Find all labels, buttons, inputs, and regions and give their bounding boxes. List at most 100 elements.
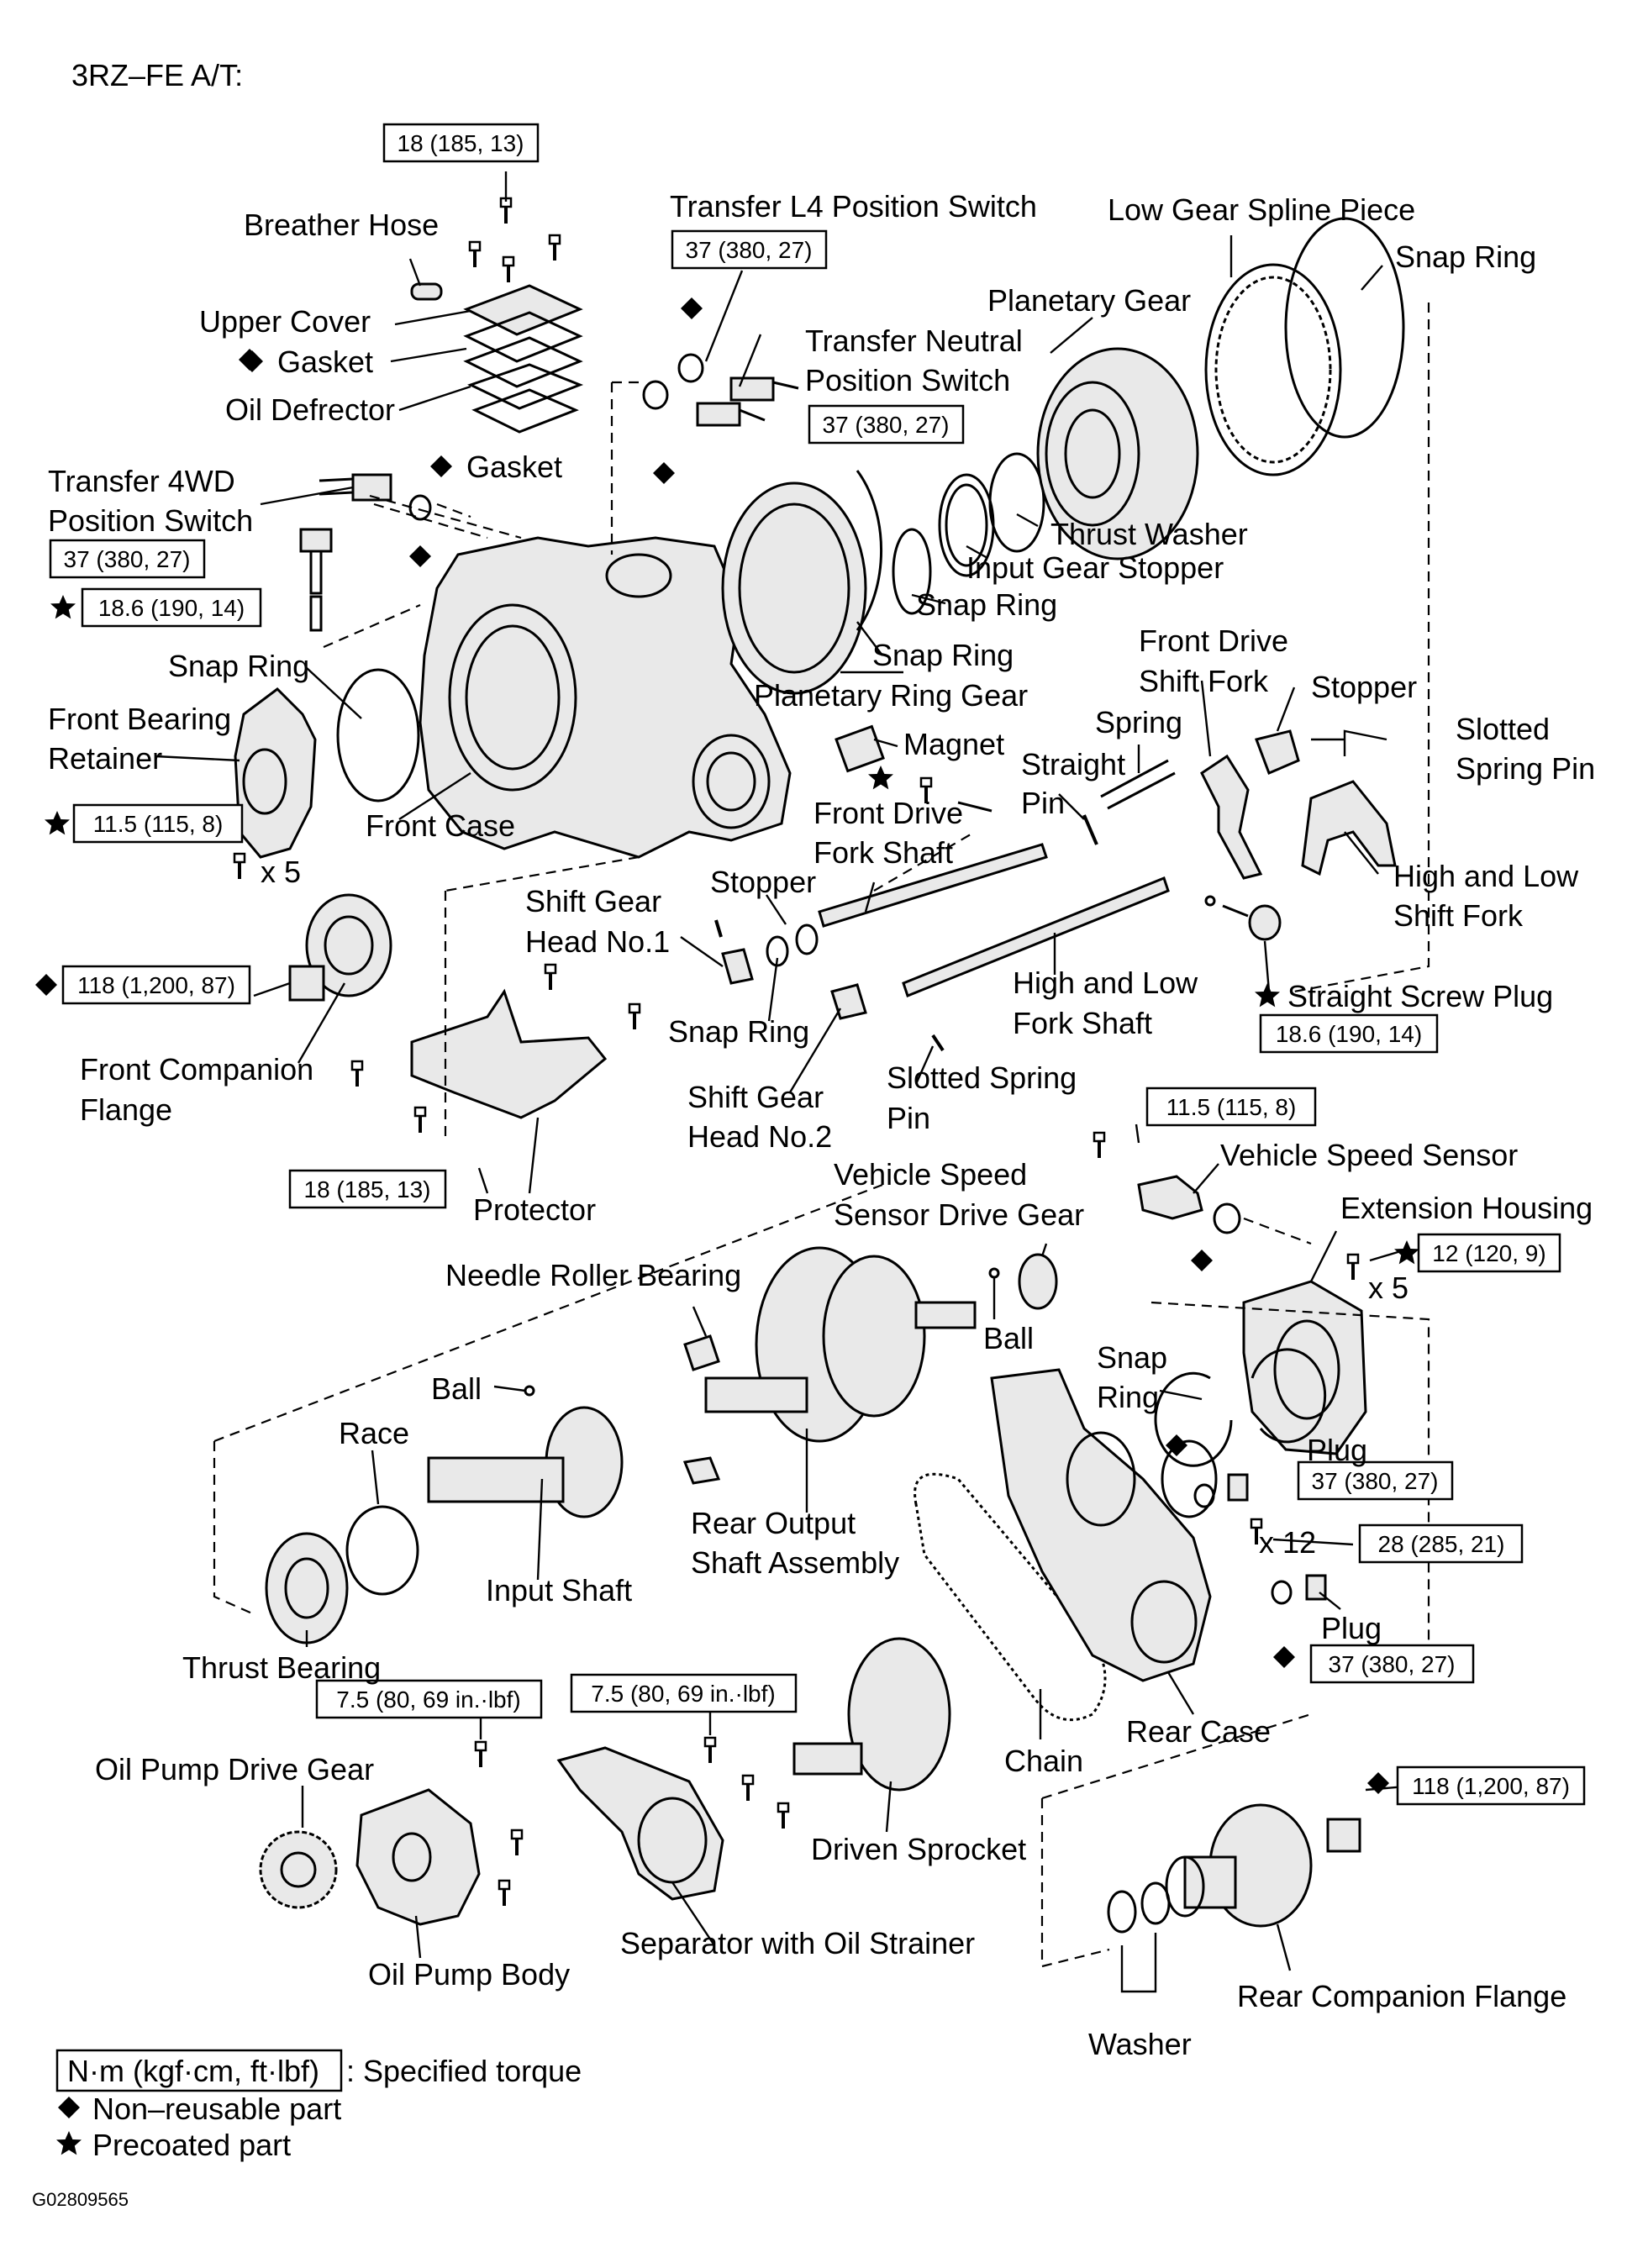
label-shift-gear-head-2-b: Head No.2: [687, 1119, 832, 1154]
torque-transfer-4wd: 37 (380, 27): [64, 546, 191, 572]
label-transfer-neutral-2: Position Switch: [805, 363, 1010, 397]
label-rear-output-shaft-2: Shaft Assembly: [691, 1545, 899, 1580]
label-snap-ring-front: Snap Ring: [168, 649, 309, 683]
assembly-guides: [213, 303, 1430, 1968]
label-low-gear-spline-piece: Low Gear Spline Piece: [1108, 192, 1415, 227]
legend-unit-desc: : Specified torque: [346, 2054, 582, 2088]
label-stopper-mid: Stopper: [710, 865, 816, 899]
label-front-case: Front Case: [366, 808, 515, 843]
label-race: Race: [339, 1416, 409, 1450]
legend: N·m (kgf·cm, ft·lbf) : Specified torque …: [55, 2049, 582, 2162]
model-title: 3RZ–FE A/T:: [71, 58, 243, 92]
diamond-icon: [430, 455, 452, 477]
label-extension-housing: Extension Housing: [1340, 1191, 1593, 1225]
label-snap-ring-b: Snap Ring: [872, 638, 1014, 672]
label-front-drive-shift-fork-2: Shift Fork: [1139, 664, 1269, 698]
label-rear-output-shaft-1: Rear Output: [691, 1506, 856, 1540]
torque-separator: 7.5 (80, 69 in.·lbf): [591, 1681, 775, 1707]
label-front-drive-fork-shaft-2: Fork Shaft: [814, 835, 953, 870]
torque-rear-companion-nut: 118 (1,200, 87): [1412, 1773, 1570, 1799]
front-case-drawing: [419, 536, 792, 859]
protector-drawing: [350, 963, 641, 1134]
torque-vss-bolt: 11.5 (115, 8): [1166, 1094, 1297, 1120]
label-planetary-gear: Planetary Gear: [987, 283, 1191, 318]
diamond-icon: [653, 462, 675, 484]
label-washer: Washer: [1088, 2027, 1192, 2061]
torque-switch-plug: 18.6 (190, 14): [98, 595, 245, 621]
torque-transfer-neutral: 37 (380, 27): [823, 412, 950, 438]
label-straight-pin-1: Straight: [1021, 747, 1125, 781]
label-gasket-lower: Gasket: [466, 450, 562, 484]
torque-rear-case-bolts: 28 (285, 21): [1378, 1531, 1505, 1557]
label-gasket-upper: Gasket: [277, 345, 373, 379]
label-straight-pin-2: Pin: [1021, 786, 1065, 820]
front-retainer-drawing: [233, 668, 420, 881]
label-vss-drive-gear-2: Sensor Drive Gear: [834, 1197, 1084, 1232]
label-front-bearing-retainer-1: Front Bearing: [48, 702, 231, 736]
star-icon: [56, 2131, 82, 2155]
extension-housing-drawing: [1018, 1131, 1367, 1455]
torque-oil-pump: 7.5 (80, 69 in.·lbf): [336, 1687, 520, 1713]
torque-upper-cover-bolts: 18 (185, 13): [398, 130, 524, 156]
label-transfer-l4-switch: Transfer L4 Position Switch: [670, 189, 1037, 224]
diamond-icon: [58, 2097, 80, 2118]
label-transfer-4wd-1: Transfer 4WD: [48, 464, 235, 498]
legend-non-reusable: Non–reusable part: [92, 2092, 341, 2126]
torque-box-frames: [49, 123, 1586, 1806]
input-shaft-drawing: [265, 1385, 624, 1644]
label-snap-ring-top: Snap Ring: [1395, 239, 1536, 274]
label-stopper-right: Stopper: [1311, 670, 1417, 704]
star-icon: [45, 811, 70, 835]
diamond-icon: [409, 545, 431, 567]
label-slotted-spring-pin-2: Spring Pin: [1456, 751, 1595, 786]
label-vss-drive-gear-1: Vehicle Speed: [834, 1157, 1027, 1192]
legend-unit-box: N·m (kgf·cm, ft·lbf): [67, 2054, 319, 2088]
label-plug-upper: Plug: [1307, 1433, 1367, 1467]
star-icon: [868, 766, 893, 790]
label-needle-roller-bearing: Needle Roller Bearing: [445, 1258, 741, 1292]
rear-output-drawing: [682, 1246, 1000, 1485]
parts-artwork: [35, 123, 1586, 1993]
label-ball-right: Ball: [983, 1321, 1034, 1355]
label-transfer-neutral-1: Transfer Neutral: [805, 324, 1023, 358]
star-icon: [50, 595, 76, 619]
figure-id: G02809565: [32, 2189, 129, 2210]
label-x5-rear: x 5: [1368, 1271, 1408, 1305]
label-rear-companion-flange: Rear Companion Flange: [1237, 1979, 1566, 2013]
planetary-drawings: [721, 217, 1405, 695]
label-breather-hose: Breather Hose: [244, 208, 439, 242]
diamond-icon: [35, 974, 57, 996]
label-plug-lower: Plug: [1321, 1611, 1382, 1645]
label-input-shaft: Input Shaft: [486, 1573, 632, 1608]
upper-cover-drawing: [410, 197, 584, 434]
diamond-icon: [681, 297, 703, 319]
torque-plug-upper: 37 (380, 27): [1312, 1468, 1439, 1494]
label-slotted-spring-pin-1: Slotted: [1456, 712, 1550, 746]
torque-plug-lower: 37 (380, 27): [1329, 1651, 1456, 1677]
rear-flange-drawing: [1107, 1803, 1361, 1934]
label-high-low-shift-fork-2: Shift Fork: [1393, 898, 1524, 933]
label-magnet: Magnet: [903, 727, 1004, 761]
label-x12: x 12: [1259, 1525, 1316, 1560]
diamond-icon: [239, 349, 261, 371]
label-separator: Separator with Oil Strainer: [620, 1926, 975, 1960]
torque-transfer-l4: 37 (380, 27): [686, 237, 813, 263]
label-snap-ring-rear-1: Snap: [1097, 1340, 1167, 1375]
label-ball-left: Ball: [431, 1371, 482, 1406]
label-high-low-fork-shaft-2: Fork Shaft: [1013, 1006, 1152, 1040]
label-high-low-shift-fork-1: High and Low: [1393, 859, 1579, 893]
lower-parts-drawing: [259, 1637, 951, 1926]
label-vehicle-speed-sensor: Vehicle Speed Sensor: [1220, 1138, 1518, 1172]
label-spring: Spring: [1095, 705, 1182, 739]
label-slotted-spring-pin-mid-1: Slotted Spring: [887, 1060, 1077, 1095]
label-oil-defrector: Oil Defrector: [225, 392, 395, 427]
label-shift-gear-head-2-a: Shift Gear: [687, 1080, 824, 1114]
switch-drawings: [299, 353, 799, 632]
label-high-low-fork-shaft-1: High and Low: [1013, 966, 1198, 1000]
torque-protector: 18 (185, 13): [304, 1176, 431, 1202]
label-front-companion-flange-1: Front Companion: [80, 1052, 313, 1087]
torque-front-retainer: 11.5 (115, 8): [93, 811, 224, 837]
label-input-gear-stopper: Input Gear Stopper: [966, 550, 1224, 585]
label-thrust-washer: Thrust Washer: [1050, 517, 1248, 551]
